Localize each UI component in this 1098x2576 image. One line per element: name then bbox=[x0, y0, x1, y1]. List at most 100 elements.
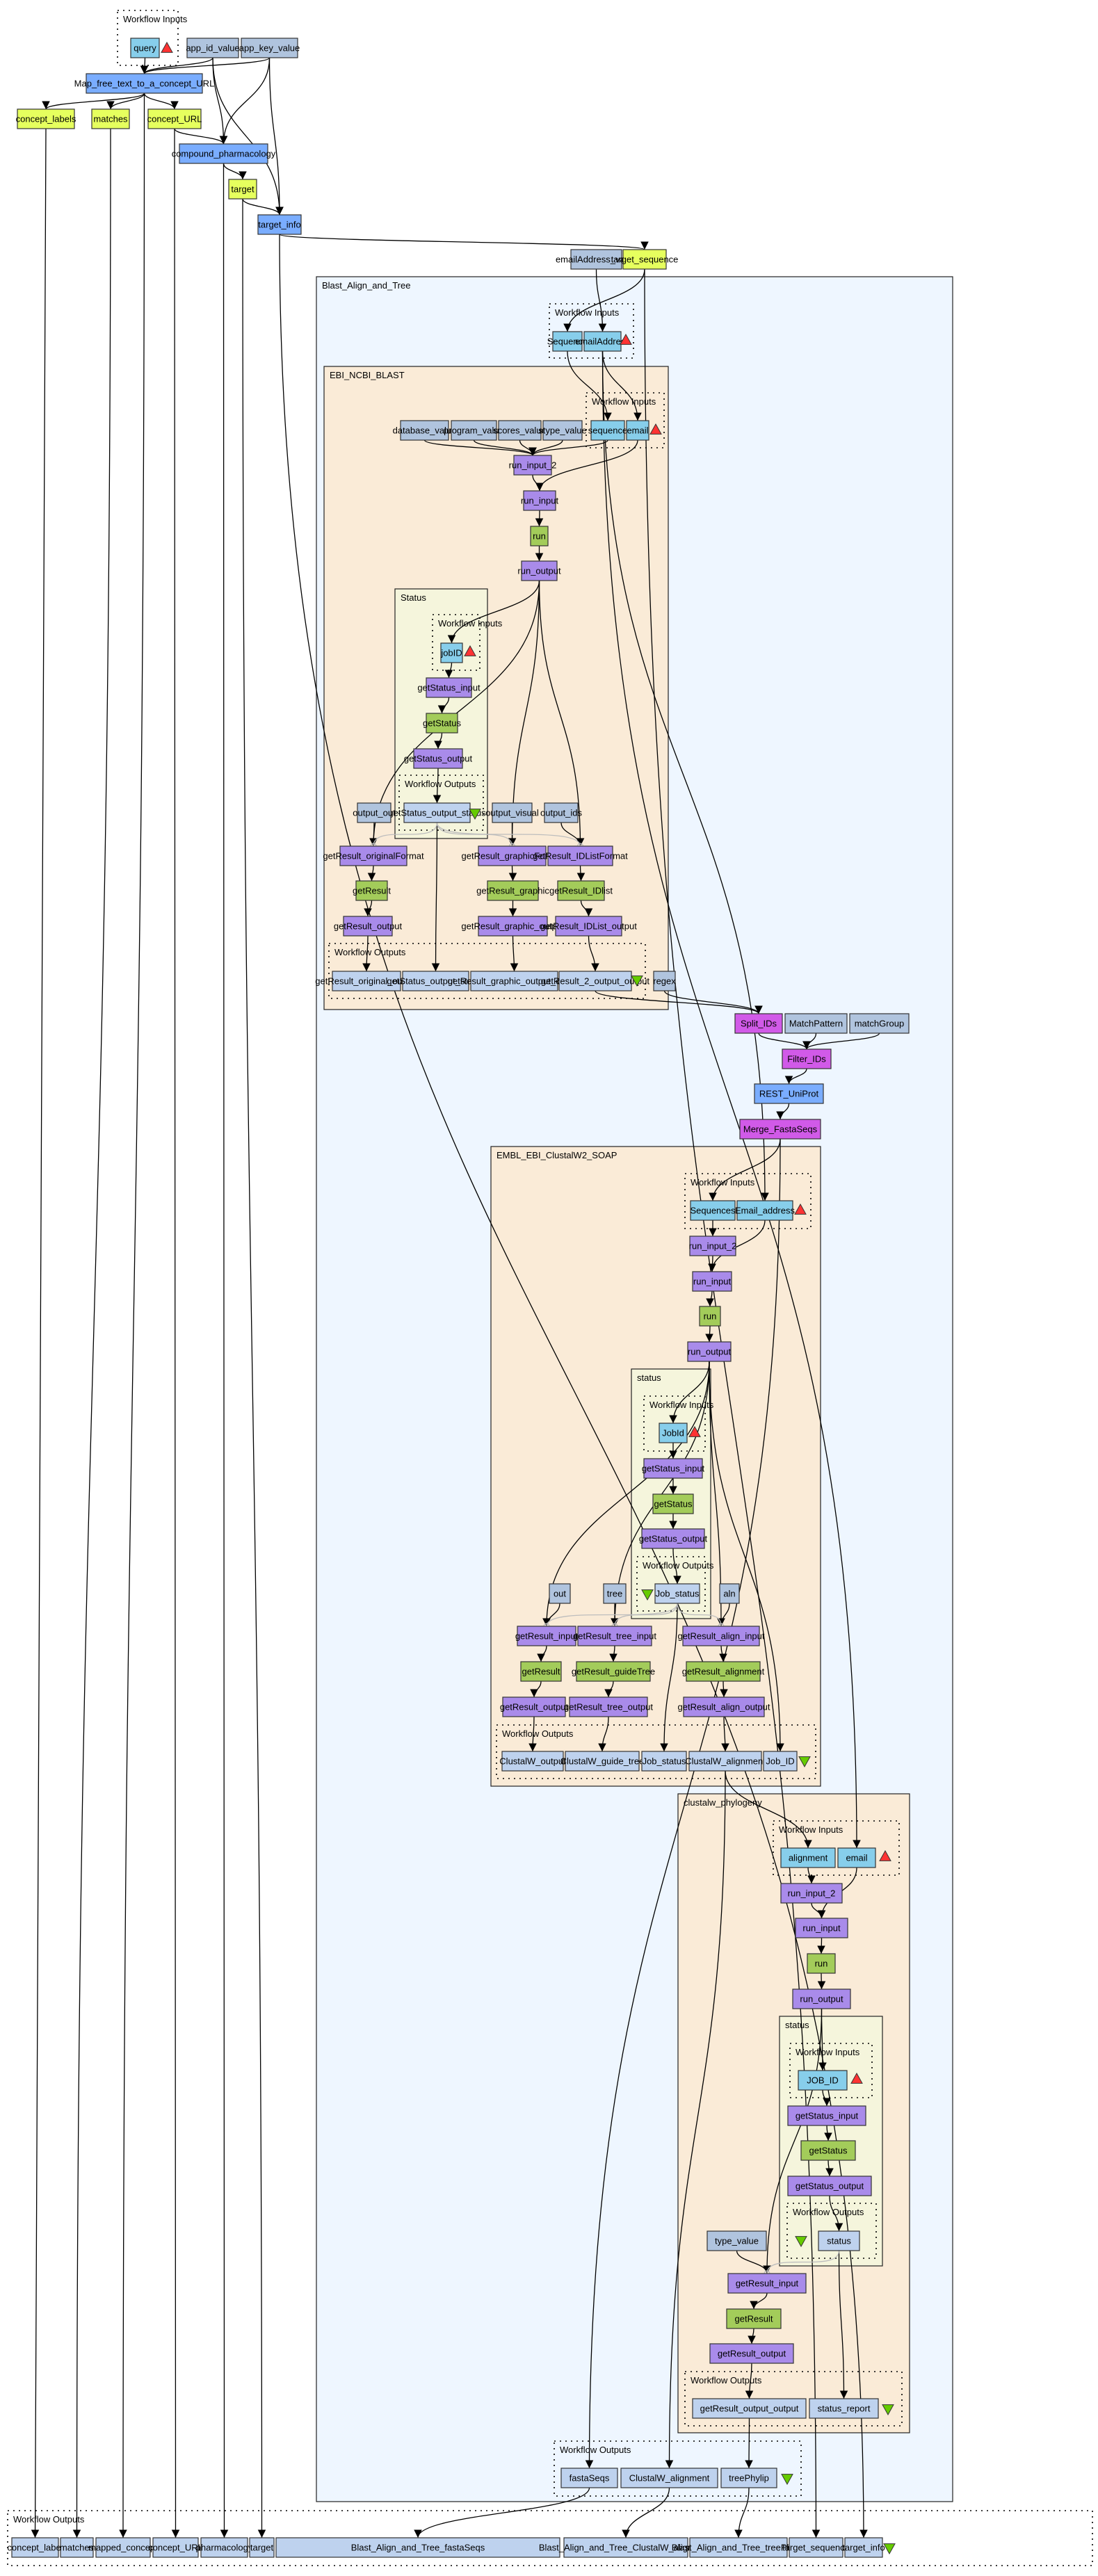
node-out-getresult-2-output-output[interactable]: getResult_2_output_output bbox=[541, 971, 650, 991]
node-out-getstatus-output-status[interactable]: getStatus_output_status bbox=[387, 971, 485, 991]
node-cw-out-clustalw-alignment[interactable]: ClustalW_alignment bbox=[685, 1751, 766, 1772]
node-ph-job-id[interactable]: JOB_ID bbox=[798, 2070, 848, 2091]
node-cw-getresult-output[interactable]: getResult_output bbox=[500, 1696, 569, 1717]
node-emailaddress-value[interactable]: emailAddress_value bbox=[556, 249, 637, 270]
node-target[interactable]: target bbox=[228, 179, 257, 200]
node-ph-out-getresult-output-output[interactable]: getResult_output_output bbox=[692, 2398, 807, 2419]
node-blast-getstatus-output-status[interactable]: getStatus_output_status bbox=[388, 802, 486, 823]
node-matchgroup[interactable]: matchGroup bbox=[849, 1013, 910, 1034]
node-wo-target[interactable]: target bbox=[249, 2537, 275, 2558]
node-cw-out-job-id[interactable]: Job_ID bbox=[763, 1751, 798, 1772]
node-wo-mapped-concept[interactable]: mapped_concept bbox=[88, 2537, 158, 2558]
node-blast-getstatus-input[interactable]: getStatus_input bbox=[417, 677, 481, 698]
node-getresult-idlist[interactable]: getResult_IDlist bbox=[549, 880, 613, 901]
node-target-sequence[interactable]: target_sequence bbox=[611, 249, 679, 270]
node-cw-getresult[interactable]: getResult bbox=[520, 1661, 562, 1682]
node-blast-run-input[interactable]: run_input bbox=[521, 490, 559, 511]
node-cw-getresult-alignment[interactable]: getResult_alignment bbox=[682, 1661, 765, 1682]
node-ph-getresult-input[interactable]: getResult_input bbox=[727, 2273, 807, 2294]
node-ph-run-input-2[interactable]: run_input_2 bbox=[780, 1883, 843, 1904]
node-cw-run-input-2[interactable]: run_input_2 bbox=[689, 1236, 737, 1256]
node-wo-concept-url[interactable]: concept_URL bbox=[148, 2537, 203, 2558]
node-regex[interactable]: regex bbox=[653, 971, 676, 991]
node-cw-out-job-status[interactable]: Job_status bbox=[641, 1751, 687, 1772]
node-program-value[interactable]: program_value bbox=[444, 420, 504, 441]
node-filter-ids[interactable]: Filter_IDs bbox=[782, 1048, 832, 1069]
node-concept-url[interactable]: concept_URL bbox=[147, 108, 202, 129]
node-stype-value[interactable]: stype_value bbox=[538, 420, 587, 441]
node-output-ids[interactable]: output_ids bbox=[540, 802, 582, 823]
node-cw-getresult-input[interactable]: getResult_input bbox=[515, 1626, 579, 1646]
node-getresult-graphic-output[interactable]: getResult_graphic_output bbox=[461, 916, 565, 937]
node-matches[interactable]: matches bbox=[91, 108, 130, 129]
node-bat-out-fastaseqs[interactable]: fastaSeqs bbox=[560, 2468, 618, 2488]
node-ph-getstatus[interactable]: getStatus bbox=[800, 2140, 856, 2161]
node-wo-concept-label[interactable]: concept_label bbox=[7, 2537, 63, 2558]
node-wo-bat-clustalw-alignment[interactable]: Blast_Align_and_Tree_ClustalW_alignment bbox=[539, 2537, 713, 2558]
node-ph-getresult[interactable]: getResult bbox=[726, 2308, 782, 2329]
node-ph-run-input[interactable]: run_input bbox=[795, 1918, 848, 1938]
node-compound-pharmacology[interactable]: compound_pharmacology bbox=[172, 143, 276, 164]
node-getresult-idlistformat[interactable]: getResult_IDListFormat bbox=[533, 845, 628, 866]
node-bat-sequence[interactable]: Sequence bbox=[547, 331, 588, 352]
node-cw-getstatus[interactable]: getStatus bbox=[652, 1493, 694, 1514]
node-cw-getresult-align-input[interactable]: getResult_align_input bbox=[677, 1626, 765, 1646]
node-matchpattern[interactable]: MatchPattern bbox=[784, 1013, 848, 1034]
node-cw-out-clustalw-guide-tree[interactable]: ClustalW_guide_tree bbox=[560, 1751, 645, 1772]
node-wo-bat-treephylip[interactable]: Blast_Align_and_Tree_treePhylip bbox=[672, 2537, 805, 2558]
node-cw-aln[interactable]: aln bbox=[719, 1583, 740, 1604]
node-blast-getstatus[interactable]: getStatus bbox=[423, 713, 461, 734]
node-cw-sequences[interactable]: Sequences bbox=[690, 1200, 736, 1221]
node-ph-out-status-report[interactable]: status_report bbox=[809, 2398, 879, 2419]
node-cw-run-output[interactable]: run_output bbox=[687, 1341, 732, 1362]
node-ph-getresult-output[interactable]: getResult_output bbox=[709, 2343, 794, 2364]
node-out-getresult-graphic-output-output[interactable]: getResult_graphic_output_output bbox=[448, 971, 581, 991]
node-blast-run[interactable]: run bbox=[530, 526, 549, 546]
node-getresult-graphicformat[interactable]: getResult_graphicFormat bbox=[462, 845, 563, 866]
node-scores-value[interactable]: scores_value bbox=[493, 420, 547, 441]
node-bat-out-treephylip[interactable]: treePhylip bbox=[720, 2468, 777, 2488]
node-cw-out[interactable]: out bbox=[549, 1583, 571, 1604]
node-cw-job-status-inner[interactable]: Job_status bbox=[654, 1583, 700, 1604]
node-merge-fastaseqs[interactable]: Merge_FastaSeqs bbox=[739, 1119, 821, 1140]
node-bat-emailaddress[interactable]: emailAddress bbox=[575, 331, 630, 352]
node-cw-getstatus-output[interactable]: getStatus_output bbox=[639, 1528, 708, 1549]
node-ph-alignment[interactable]: alignment bbox=[780, 1847, 836, 1868]
node-wo-bat-fastaseqs[interactable]: Blast_Align_and_Tree_fastaSeqs bbox=[275, 2537, 560, 2558]
node-blast-getresult-output[interactable]: getResult_output bbox=[334, 916, 403, 937]
node-cw-getresult-align-output[interactable]: getResult_align_output bbox=[678, 1696, 770, 1717]
node-cw-getstatus-input[interactable]: getStatus_input bbox=[642, 1458, 705, 1479]
node-out-getresult-original-output[interactable]: getResult_original_output bbox=[315, 971, 418, 991]
node-blast-getresult[interactable]: getResult bbox=[353, 880, 391, 901]
node-app-key-value[interactable]: app_key_value bbox=[239, 38, 300, 58]
node-cw-email-address[interactable]: Email_address bbox=[735, 1200, 795, 1221]
node-cw-out-clustalw-output[interactable]: ClustalW_output bbox=[499, 1751, 566, 1772]
node-output-out[interactable]: output_out bbox=[353, 802, 396, 823]
node-getresult-graphic[interactable]: getResult_graphic bbox=[476, 880, 549, 901]
node-output-visual[interactable]: output_visual bbox=[485, 802, 539, 823]
node-getresult-originalformat[interactable]: getResult_originalFormat bbox=[323, 845, 424, 866]
node-cw-jobid[interactable]: JobId bbox=[659, 1423, 688, 1443]
node-query[interactable]: query bbox=[130, 38, 160, 58]
node-cw-getresult-guidetree[interactable]: getResult_guideTree bbox=[572, 1661, 655, 1682]
node-ph-status-inner[interactable]: status bbox=[818, 2230, 860, 2251]
node-ph-getstatus-input[interactable]: getStatus_input bbox=[787, 2105, 866, 2126]
node-app-id-value[interactable]: app_id_value bbox=[186, 38, 240, 58]
node-blast-run-input-2[interactable]: run_input_2 bbox=[509, 455, 557, 476]
node-wo-pharmacology[interactable]: pharmacology bbox=[196, 2537, 253, 2558]
node-database-value[interactable]: database_value bbox=[393, 420, 457, 441]
node-target-info[interactable]: target_info bbox=[257, 214, 302, 235]
node-wo-matches[interactable]: matches bbox=[60, 2537, 95, 2558]
node-ph-getstatus-output[interactable]: getStatus_output bbox=[787, 2176, 872, 2196]
node-ph-email[interactable]: email bbox=[837, 1847, 876, 1868]
node-wo-target-sequence[interactable]: target_sequence bbox=[782, 2537, 850, 2558]
node-ph-type-value[interactable]: type_value bbox=[707, 2230, 767, 2251]
node-getresult-idlist-output[interactable]: getResult_IDList_output bbox=[540, 916, 637, 937]
node-concept-labels[interactable]: concept_labels bbox=[16, 108, 76, 129]
node-map-free-text[interactable]: Map_free_text_to_a_concept_URL bbox=[74, 73, 215, 94]
node-blast-jobid[interactable]: jobID bbox=[440, 642, 463, 663]
node-cw-tree[interactable]: tree bbox=[603, 1583, 627, 1604]
node-rest-uniprot[interactable]: REST_UniProt bbox=[754, 1083, 824, 1104]
node-cw-run[interactable]: run bbox=[699, 1306, 721, 1327]
node-blast-sequence[interactable]: sequence bbox=[588, 420, 627, 441]
